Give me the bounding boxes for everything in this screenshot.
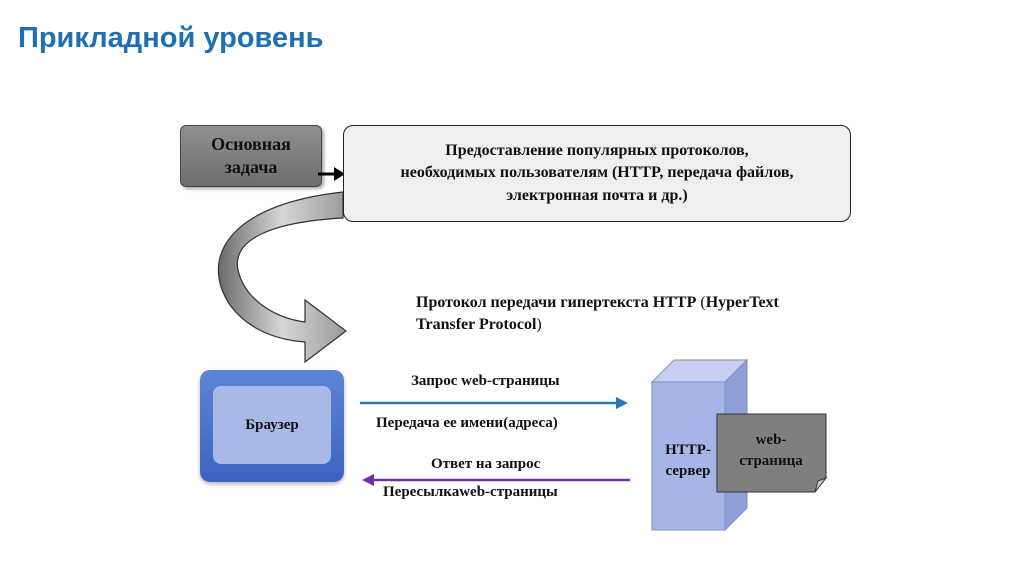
web-page-line: страница: [739, 453, 803, 469]
main-task-line: задача: [224, 157, 278, 177]
description-box: Предоставление популярных протоколов, не…: [343, 125, 851, 222]
web-page-label: web- страница: [718, 430, 824, 472]
server-line: сервер: [665, 463, 711, 479]
browser-label: Браузер: [213, 386, 331, 464]
main-task-box: Основная задача: [180, 125, 322, 187]
protocol-paren-close: ): [536, 316, 542, 334]
browser-block: Браузер: [200, 370, 344, 482]
main-task-line: Основная: [211, 133, 291, 154]
protocol-paren-open: (: [696, 294, 706, 311]
web-page-line: web-: [755, 432, 787, 448]
http-server-shape: [650, 358, 828, 532]
protocol-name-ru: Протокол передачи гипертекста HTTP: [416, 294, 697, 311]
description-line: необходимых пользователям (HTTP, передач…: [400, 164, 794, 182]
description-line: Предоставление популярных протоколов,: [445, 141, 749, 159]
response-arrow: [362, 474, 630, 486]
response-label-top: Ответ на запрос: [431, 456, 541, 472]
page-title: Прикладной уровень: [18, 22, 324, 54]
connector-arrow: [318, 167, 345, 181]
request-arrow: [360, 397, 628, 409]
request-label-top: Запрос web-страницы: [411, 373, 560, 389]
response-label-bottom: Пересылкаweb-страницы: [383, 484, 558, 500]
description-line: электронная почта и др.): [506, 186, 688, 204]
http-server-label: HTTP- сервер: [655, 440, 721, 482]
protocol-name-en: HyperText Transfer Protocol: [416, 294, 779, 334]
request-label-bottom: Передача ее имени(адреса): [376, 415, 558, 431]
protocol-caption: Протокол передачи гипертекста HTTP (Hype…: [416, 292, 836, 337]
web-page-document: [716, 413, 828, 493]
server-line: HTTP-: [665, 442, 711, 458]
